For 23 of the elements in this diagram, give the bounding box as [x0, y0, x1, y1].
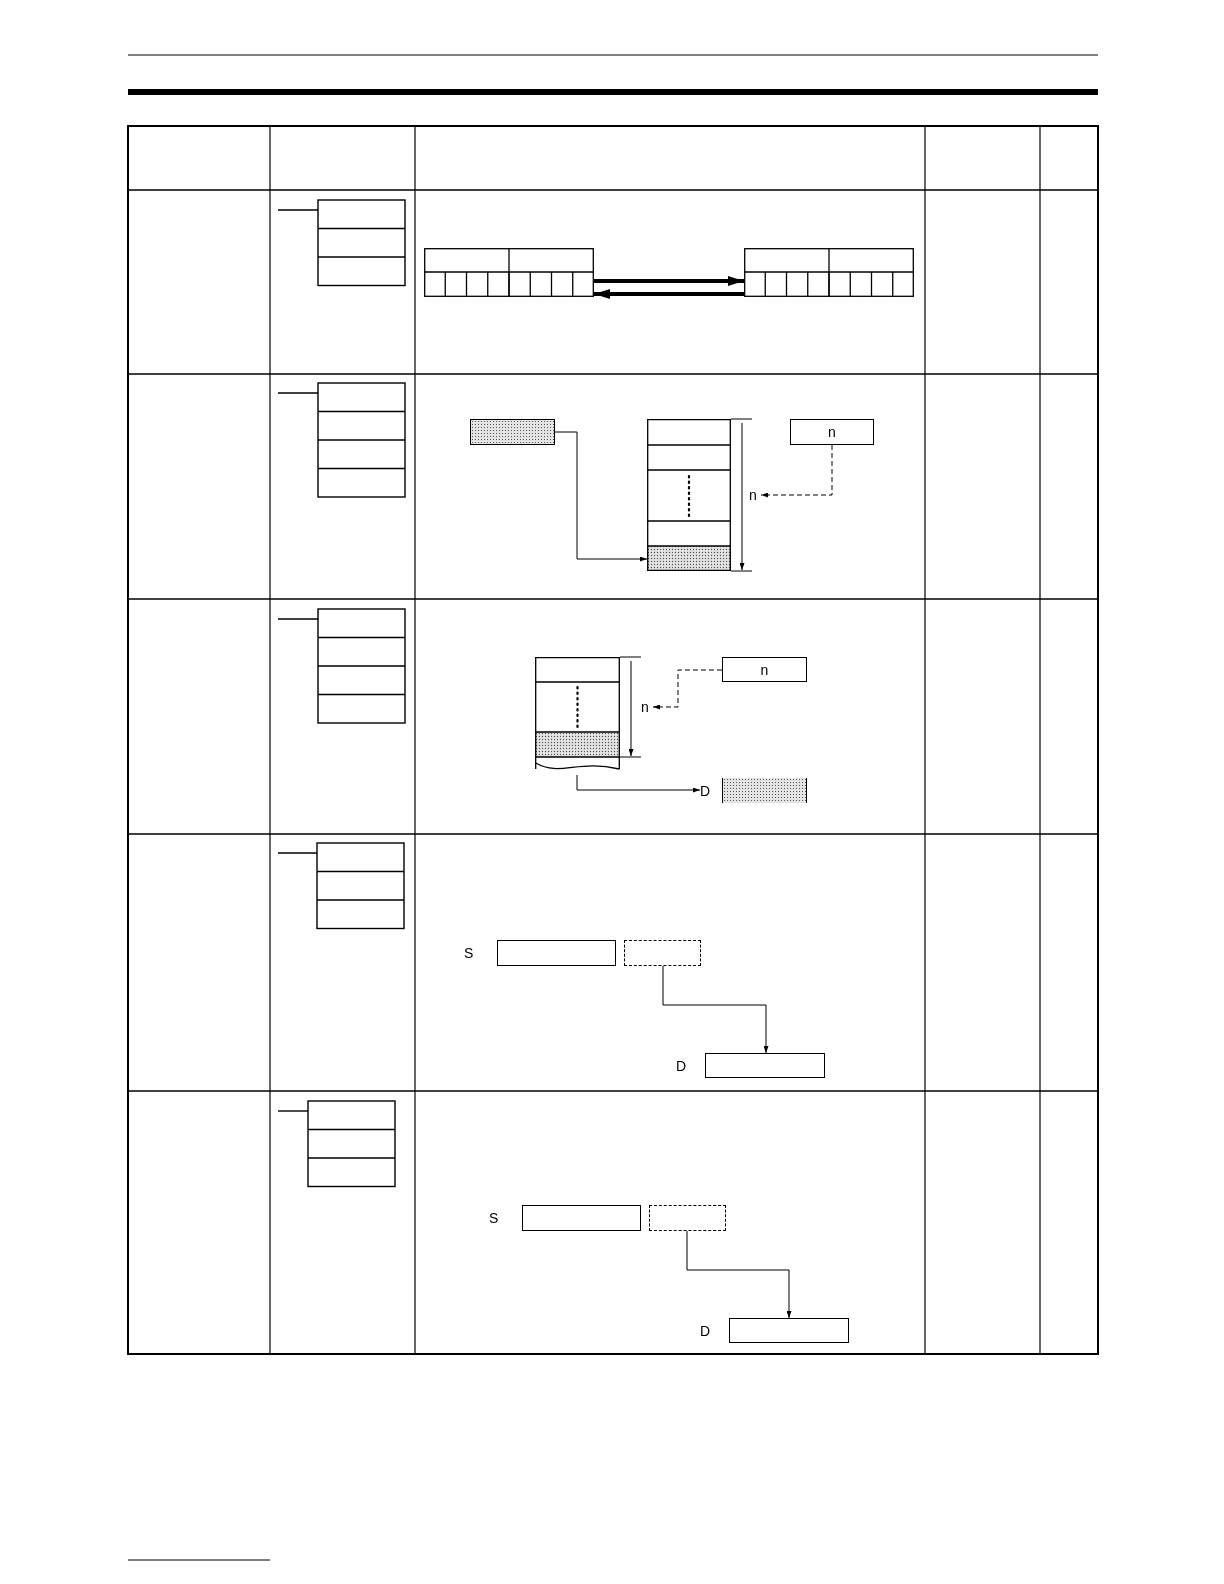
operand-label: D — [700, 781, 711, 800]
arrow — [554, 431, 648, 562]
register-box: n — [790, 419, 874, 445]
arrow — [594, 289, 744, 299]
register-drawing — [744, 248, 914, 297]
memory-table — [647, 419, 731, 571]
operand-label: n — [637, 698, 653, 716]
dashed-arrow — [760, 444, 833, 498]
operand-label: S — [489, 1209, 499, 1227]
operand-label: n — [745, 486, 761, 504]
arrow — [594, 276, 744, 286]
register-drawing — [424, 248, 594, 297]
arrow — [686, 1230, 792, 1319]
register-box — [624, 940, 701, 966]
dashed-arrow — [652, 669, 723, 710]
operand-label: D — [676, 1056, 687, 1075]
register-box: n — [722, 657, 807, 682]
operand-label: D — [700, 1321, 711, 1340]
shaded-word-box — [470, 419, 555, 445]
arrow — [576, 774, 701, 793]
arrow — [662, 965, 769, 1054]
register-box — [649, 1205, 726, 1231]
operand-label: S — [464, 944, 474, 962]
